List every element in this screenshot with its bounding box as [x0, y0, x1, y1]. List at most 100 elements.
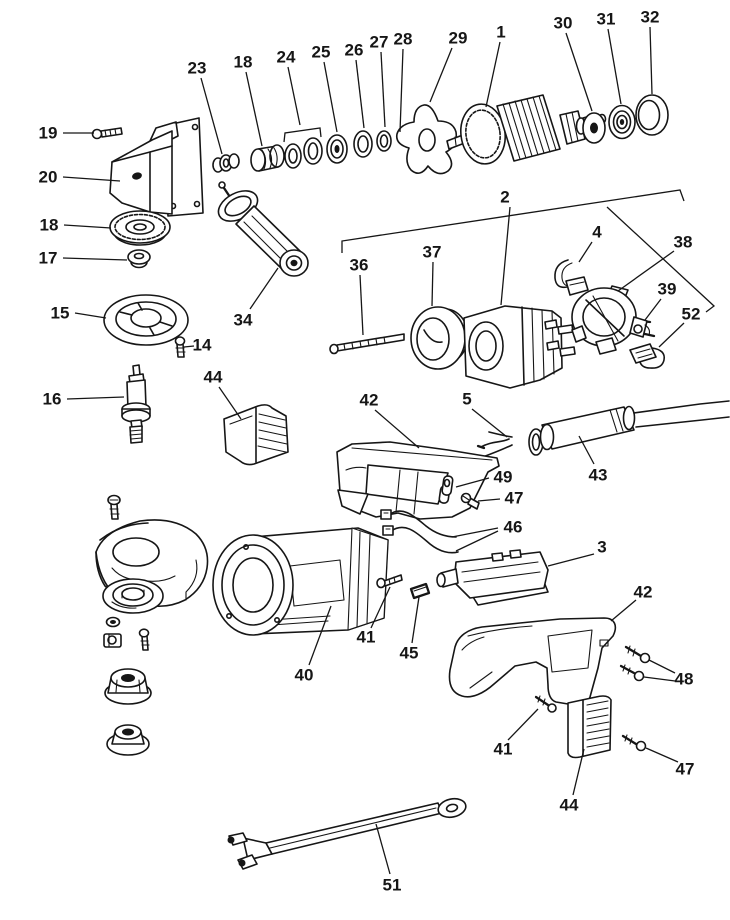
part-number-label: 41	[357, 628, 376, 647]
part-36-long-screw	[329, 333, 405, 355]
leader-line	[249, 267, 279, 310]
leader-line	[66, 396, 125, 400]
part-number-label: 36	[350, 256, 369, 275]
part-number-label: 44	[560, 796, 579, 815]
group-2-bracket-right	[606, 206, 716, 313]
part-18-bevel-gear	[109, 210, 171, 246]
part-47-screw-lower	[621, 734, 647, 752]
leader-line	[323, 61, 338, 133]
part-4-lead-clip	[554, 259, 589, 296]
part-15-bearing-retainer	[103, 294, 189, 346]
part-45-key	[409, 582, 431, 600]
part-31-bearing	[608, 104, 636, 140]
leader-line	[431, 261, 434, 307]
leader-line	[308, 605, 332, 666]
part-44-brush-cover-upper	[223, 404, 289, 466]
part-18-spiral-gear	[250, 144, 285, 172]
leader-line	[644, 298, 662, 321]
part-number-label: 14	[193, 336, 212, 355]
part-number-label: 44	[204, 368, 223, 387]
part-39-brush	[629, 316, 651, 338]
leader-line	[617, 250, 675, 292]
part-number-label: 51	[383, 876, 402, 895]
part-number-label: 46	[504, 518, 523, 537]
part-number-label: 24	[277, 48, 296, 67]
part-number-label: 18	[234, 53, 253, 72]
leader-line	[455, 477, 490, 488]
part-number-label: 42	[360, 391, 379, 410]
part-44-vent-cover-lower	[567, 695, 612, 759]
leader-line	[643, 676, 676, 682]
part-42-handle-housing-upper	[336, 441, 500, 520]
leader-line	[183, 345, 195, 348]
part-12-screw	[107, 494, 121, 520]
leader-line	[200, 77, 223, 155]
leader-line	[485, 41, 501, 108]
part-34-side-handle	[217, 181, 309, 277]
part-number-label: 34	[234, 311, 253, 330]
part-11-adapter-plate	[102, 578, 164, 614]
part-30-washer	[582, 112, 606, 144]
part-26-washer	[353, 130, 373, 158]
part-number-label: 43	[589, 466, 608, 485]
part-number-label: 4	[592, 223, 602, 242]
leader-line	[565, 32, 593, 112]
leader-line	[578, 241, 593, 263]
part-number-label: 41	[494, 740, 513, 759]
leader-line	[287, 66, 301, 126]
leader-line	[429, 47, 453, 103]
part-6-backing-flange	[106, 724, 150, 756]
part-10-nut	[105, 616, 121, 628]
part-number-label: 18	[40, 216, 59, 235]
part-2-field-stator	[463, 305, 576, 389]
part-number-label: 42	[634, 583, 653, 602]
leader-line	[245, 71, 263, 147]
part-number-label: 30	[554, 14, 573, 33]
part-20-gear-case	[109, 117, 204, 217]
part-number-label: 3	[597, 538, 606, 557]
leader-line	[62, 257, 128, 261]
part-47-screw-middle	[460, 492, 480, 510]
part-41-screw-middle	[376, 574, 403, 589]
part-40-motor-housing	[212, 527, 389, 636]
part-27-washer	[376, 130, 392, 152]
leader-line	[572, 748, 585, 796]
leader-line	[645, 747, 679, 763]
leader-line	[355, 59, 365, 129]
leader-line	[649, 26, 653, 95]
part-43-cord-protector	[539, 400, 730, 451]
part-number-label: 40	[295, 666, 314, 685]
part-9-nut	[103, 633, 122, 648]
part-number-label: 49	[494, 468, 513, 487]
part-25-bearing	[326, 134, 348, 164]
part-37-baffle	[410, 306, 469, 370]
part-49-clip	[438, 475, 454, 504]
leader-line	[399, 48, 404, 133]
part-42-handle-housing-lower	[448, 617, 617, 706]
part-number-label: 15	[51, 304, 70, 323]
leader-line	[218, 386, 242, 420]
part-8-flange-nut	[104, 668, 152, 705]
part-3-switch	[436, 549, 549, 606]
leader-line	[74, 312, 107, 319]
part-number-label: 2	[500, 188, 509, 207]
leader-line	[610, 599, 637, 622]
leader-line	[648, 659, 676, 674]
part-32-retainer-ring	[635, 94, 669, 136]
leader-line	[507, 708, 539, 741]
leader-line	[471, 408, 508, 438]
part-number-label: 20	[39, 168, 58, 187]
leader-line	[370, 586, 391, 629]
part-number-label: 31	[597, 10, 616, 29]
part-14-screw	[174, 336, 186, 358]
parts-layer	[91, 94, 730, 870]
leader-line	[375, 823, 391, 875]
leader-line	[455, 530, 499, 552]
part-23-pinion	[212, 153, 240, 173]
part-52-brush-clip	[629, 343, 666, 369]
part-5-cord-leads	[476, 428, 544, 460]
leader-line	[359, 274, 364, 336]
part-29-fan-spider	[395, 104, 458, 175]
